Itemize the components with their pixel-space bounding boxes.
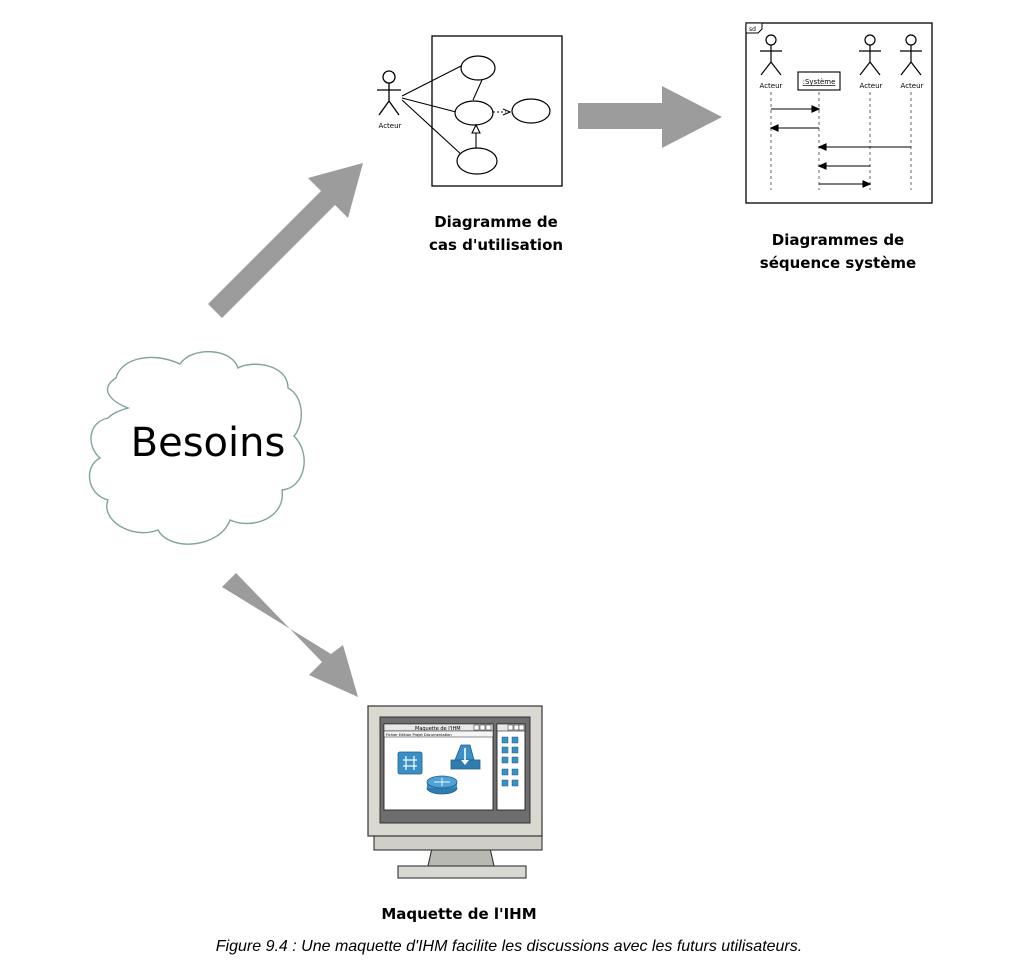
mockup-palette	[496, 723, 526, 811]
use-case-ellipse-3	[511, 98, 551, 124]
mockup-window-title: Maquette de l'IHM	[415, 726, 461, 732]
sequence-actor-label-1: Acteur	[760, 82, 783, 90]
sequence-actor-label-2: Acteur	[860, 82, 883, 90]
sequence-caption-line2: séquence système	[760, 254, 916, 272]
actor-icon	[377, 70, 401, 116]
sequence-actor-label-3: Acteur	[901, 82, 924, 90]
use-case-ellipse-4	[456, 147, 498, 175]
sequence-caption-line1: Diagrammes de	[772, 231, 904, 249]
figure-caption: Figure 9.4 : Une maquette d'IHM facilite…	[215, 938, 803, 955]
mockup-palette-icons	[501, 736, 519, 787]
sequence-actor-icon-1	[760, 34, 782, 76]
use-case-diagram: Acteur	[377, 35, 563, 187]
mockup-switch-icon	[397, 751, 423, 775]
sequence-lifelines	[770, 92, 912, 190]
use-case-actor-label: Acteur	[379, 122, 402, 130]
arrow-to-use-case	[208, 163, 363, 318]
mockup-monitor: Maquette de l'IHM Fichier Edition Projet…	[367, 705, 543, 879]
arrow-to-mockup	[222, 573, 358, 697]
mockup-caption: Maquette de l'IHM	[381, 905, 536, 923]
use-case-associations	[401, 64, 483, 157]
use-case-caption-line1: Diagramme de	[434, 213, 558, 231]
mockup-menu-text: Fichier Edition Projet Documentation	[386, 733, 452, 737]
sequence-frame	[745, 22, 933, 204]
sequence-system-box	[797, 71, 841, 91]
besoins-text: Besoins	[131, 420, 286, 466]
sequence-actor-icon-3	[900, 34, 922, 76]
sequence-actor-icon-2	[859, 34, 881, 76]
sequence-diagram: sd Acteur :Système Acteur	[745, 22, 933, 204]
sequence-messages	[769, 105, 911, 188]
arrow-to-sequence	[578, 86, 722, 148]
besoins-cloud: Besoins	[88, 351, 305, 545]
sequence-frame-tag: sd	[749, 26, 756, 33]
sequence-system-label: :Système	[803, 78, 836, 86]
use-case-caption-line2: cas d'utilisation	[429, 236, 563, 254]
use-case-ellipse-1	[460, 55, 496, 81]
use-case-ellipse-2	[454, 100, 494, 126]
